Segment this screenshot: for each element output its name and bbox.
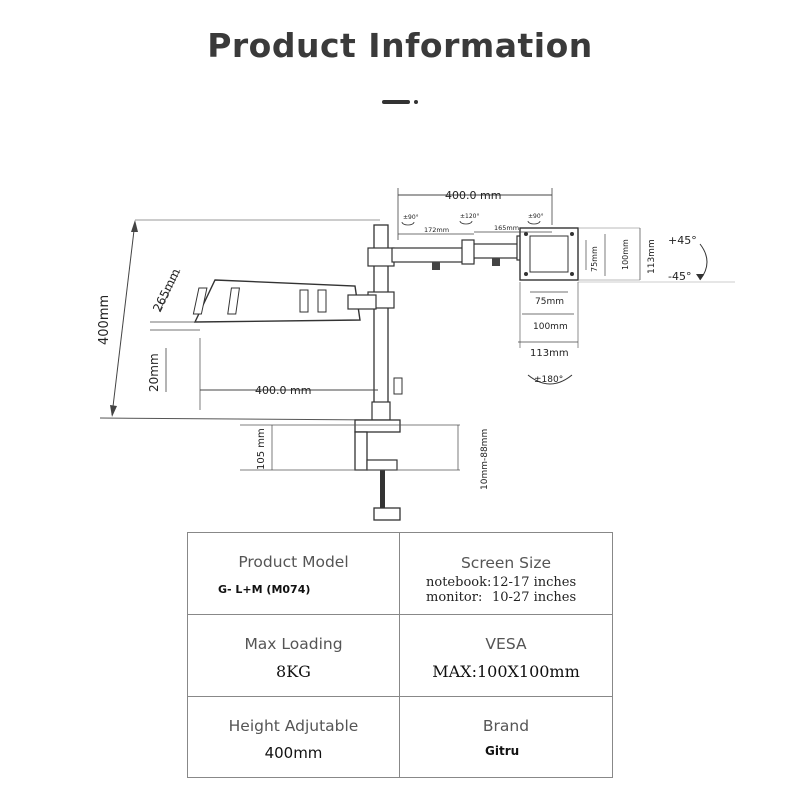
page-title: Product Information [207, 26, 593, 65]
monitor-arm-seg2 [469, 243, 521, 259]
vesa-113-vertical-label: 113mm [647, 239, 657, 274]
spec-cell-max-loading: Max Loading 8KG [188, 614, 400, 696]
product-dimension-diagram: 400mm 400.0 mm ±90° ±120° ±90° 172mm 165… [97, 188, 735, 521]
laptop-tray [193, 279, 361, 323]
brand-value: Gitru [485, 744, 520, 758]
monitor-value: 10-27 inches [492, 590, 577, 605]
desk-clamp-jaw [366, 459, 398, 471]
rotation-right-label: ±90° [528, 213, 544, 220]
rotation-left-label: ±90° [403, 214, 419, 221]
spec-cell-brand: Brand Gitru [400, 696, 612, 777]
product-model-value: G- L+M (M074) [218, 583, 311, 596]
tilt-up-label: +45° [668, 234, 697, 247]
swivel-arrow [527, 374, 573, 385]
height-label: Height Adjutable [228, 717, 359, 735]
clamp-screw-handle [373, 507, 401, 521]
vesa-label: VESA [485, 635, 527, 653]
pole-knob [393, 377, 403, 395]
tray-offset-label: 20mm [147, 353, 161, 392]
vesa-value: MAX:100X100mm [432, 662, 580, 681]
max-loading-label: Max Loading [244, 635, 343, 653]
notebook-key: notebook: [426, 575, 492, 590]
rotation-mid-label: ±120° [460, 213, 479, 220]
swivel-label: ±180° [534, 375, 563, 385]
screen-size-label: Screen Size [460, 554, 552, 572]
tilt-down-label: -45° [668, 270, 691, 283]
desk-clamp-body [354, 431, 368, 471]
segment-172-label: 172mm [424, 226, 449, 234]
arm-joint-1 [461, 239, 475, 265]
tray-arm [347, 294, 377, 310]
product-model-label: Product Model [238, 553, 349, 571]
desk-line [99, 417, 381, 421]
height-dimension-line [111, 221, 136, 416]
height-value: 400mm [264, 744, 323, 762]
segment-165-label: 165mm [494, 224, 519, 232]
cable-clip-1 [432, 262, 440, 270]
vesa-75-vertical-label: 75mm [590, 246, 599, 272]
clamp-height-label: 105 mm [256, 428, 267, 470]
vesa-100-vertical-label: 100mm [621, 239, 630, 270]
clamp-range-label: 10mm-88mm [480, 429, 490, 490]
arm-length-bottom-label: 400.0 mm [255, 384, 311, 397]
tray-depth-label: 265mm [150, 267, 183, 315]
clamp-screw [380, 470, 385, 510]
spec-table: Product Model G- L+M (M074) Screen Size … [187, 532, 613, 778]
notebook-value: 12-17 inches [492, 575, 577, 590]
title-underline [382, 100, 410, 104]
spec-cell-product-model: Product Model G- L+M (M074) [188, 533, 400, 614]
spec-cell-height: Height Adjutable 400mm [188, 696, 400, 777]
pole-collar-top [367, 247, 395, 267]
pole-base [371, 401, 391, 421]
vesa-100-horizontal-label: 100mm [533, 322, 568, 332]
desk-clamp-top [354, 419, 401, 433]
cable-clip-2 [492, 258, 500, 266]
arm-length-top-label: 400.0 mm [445, 189, 501, 202]
vesa-plate-inner [529, 235, 569, 273]
vesa-75-horizontal-label: 75mm [535, 297, 564, 307]
max-loading-value: 8KG [276, 662, 311, 681]
monitor-key: monitor: [426, 590, 483, 605]
title-underline-dot [414, 100, 418, 104]
tilt-arrow [699, 243, 708, 281]
height-total-label: 400mm [97, 295, 112, 345]
vesa-113-horizontal-label: 113mm [530, 348, 569, 359]
spec-cell-screen-size: Screen Size notebook:12-17 inches monito… [400, 533, 612, 614]
spec-cell-vesa: VESA MAX:100X100mm [400, 614, 612, 696]
height-arrow-bottom [110, 405, 117, 417]
brand-label: Brand [482, 717, 530, 735]
height-arrow-top [131, 220, 138, 232]
